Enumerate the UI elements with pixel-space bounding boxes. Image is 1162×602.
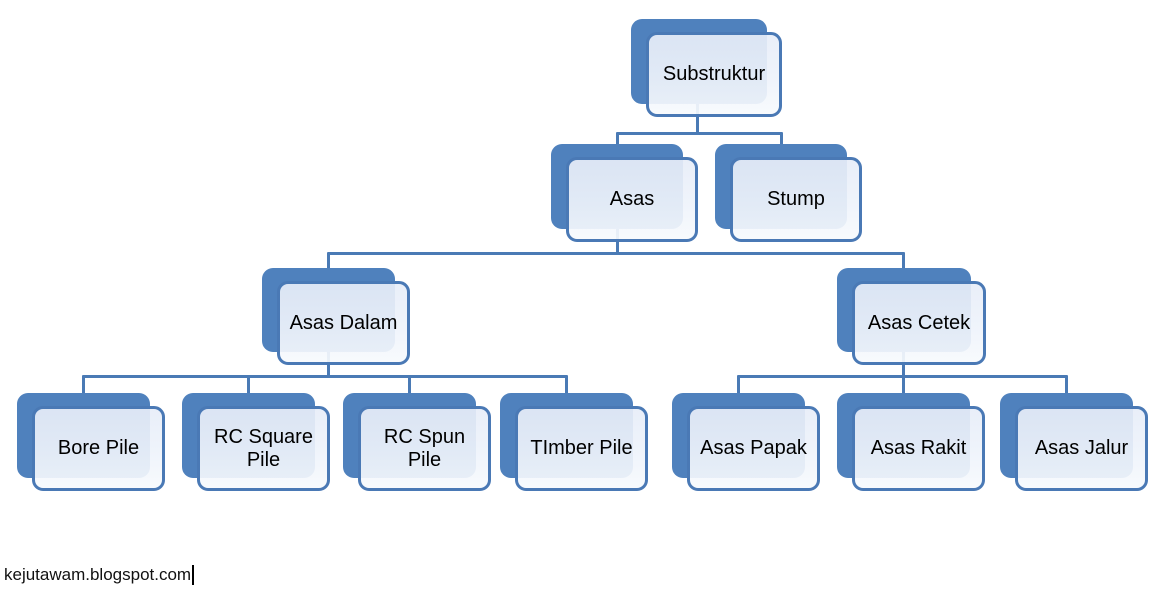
connector [82, 375, 568, 378]
node-asas-jalur: Asas Jalur [1000, 393, 1148, 491]
node-label: Stump [767, 188, 825, 210]
watermark-url: kejutawam.blogspot.com [4, 565, 192, 584]
node-box: Bore Pile [32, 406, 165, 491]
connector [327, 252, 905, 255]
node-box: Stump [730, 157, 862, 242]
node-asas-papak: Asas Papak [672, 393, 820, 491]
node-label: Asas Cetek [867, 311, 971, 334]
node-bore-pile: Bore Pile [17, 393, 165, 491]
node-asas-rakit: Asas Rakit [837, 393, 985, 491]
node-box: Asas Papak [687, 406, 820, 491]
node-label: Asas [609, 188, 655, 210]
node-asas-dalam: Asas Dalam [262, 268, 410, 365]
text-cursor [192, 565, 195, 585]
node-label: RC Spun Pile [383, 425, 466, 471]
node-label: Asas Rakit [870, 437, 967, 459]
node-box: Asas [566, 157, 698, 242]
node-rc-square-pile: RC Square Pile [182, 393, 330, 491]
node-rc-spun-pile: RC Spun Pile [343, 393, 491, 491]
node-label: Asas Jalur [1034, 437, 1129, 459]
node-label: TImber Pile [530, 437, 633, 459]
connector [616, 132, 783, 135]
node-label: Asas Papak [700, 437, 807, 459]
node-box: Substruktur [646, 32, 782, 117]
node-box: RC Square Pile [197, 406, 330, 491]
node-box: RC Spun Pile [358, 406, 491, 491]
watermark: kejutawam.blogspot.com [4, 565, 195, 585]
node-box: Asas Rakit [852, 406, 985, 491]
node-box: TImber Pile [515, 406, 648, 491]
node-box: Asas Cetek [852, 281, 986, 365]
connector [737, 375, 1068, 378]
node-box: Asas Dalam [277, 281, 410, 365]
node-box: Asas Jalur [1015, 406, 1148, 491]
node-asas-cetek: Asas Cetek [837, 268, 986, 365]
node-label: Asas Dalam [289, 311, 398, 334]
node-label: RC Square Pile [214, 425, 313, 471]
node-asas: Asas [551, 144, 698, 242]
node-stump: Stump [715, 144, 862, 242]
node-substruktur: Substruktur [631, 19, 782, 117]
node-label: Bore Pile [57, 437, 140, 459]
node-label: Substruktur [662, 63, 766, 85]
node-timber-pile: TImber Pile [500, 393, 648, 491]
